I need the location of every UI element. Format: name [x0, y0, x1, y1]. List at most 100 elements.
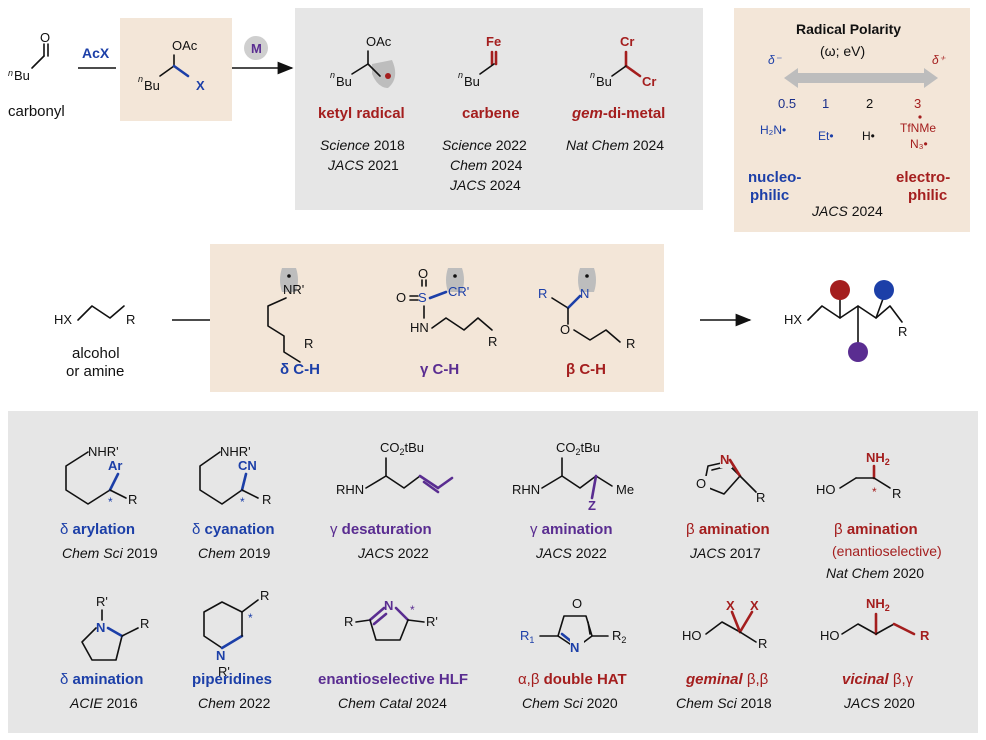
svg-text:Bu: Bu: [336, 74, 352, 89]
svg-text:Bu: Bu: [14, 68, 30, 83]
piperidines-label: piperidines: [192, 671, 272, 688]
svg-text:O: O: [696, 476, 706, 491]
carbene-ref-3: JACS 2024: [449, 177, 521, 193]
alcohol-label: alcohol: [72, 345, 120, 362]
svg-text:*: *: [248, 611, 253, 625]
svg-text:CO2tBu: CO2tBu: [380, 440, 424, 457]
vicinal-label: vicinal β,γ: [842, 671, 914, 688]
intermediates-panel: [295, 8, 703, 210]
svg-text:n: n: [8, 68, 13, 78]
svg-text:R: R: [260, 588, 269, 603]
ketyl-radical-label: ketyl radical: [318, 105, 405, 122]
svg-text:NH2: NH2: [866, 596, 890, 613]
svg-text:n: n: [590, 70, 595, 80]
svg-text:R': R': [96, 594, 108, 609]
polarity-ref: JACS 2024: [811, 203, 883, 219]
svg-text:N: N: [720, 452, 729, 467]
svg-text:N: N: [384, 598, 393, 613]
svg-text:*: *: [410, 603, 415, 617]
polarity-panel: [734, 8, 970, 232]
svg-text:N: N: [96, 620, 105, 635]
svg-text:R: R: [488, 334, 497, 349]
svg-text:R: R: [128, 492, 137, 507]
carbene-ref-1: Science 2022: [442, 137, 527, 153]
products-panel: [8, 411, 978, 733]
geminal-ref: Chem Sci 2018: [676, 695, 772, 711]
enantioselective-hlf-label: enantioselective HLF: [318, 671, 468, 688]
beta-amination-ref: JACS 2017: [689, 545, 761, 561]
svg-text:Bu: Bu: [464, 74, 480, 89]
nucleophilic-label-1: nucleo-: [748, 169, 801, 186]
scale-tick-1: 1: [822, 96, 829, 111]
delta-arylation-ref: Chem Sci 2019: [62, 545, 158, 561]
gamma-amination-structure: CO2tBu Z Me RHN: [512, 440, 634, 513]
svg-text:O: O: [396, 290, 406, 305]
radical-azide: N₃•: [910, 137, 928, 151]
svg-text:Bu: Bu: [144, 78, 160, 93]
svg-text:HO: HO: [816, 482, 836, 497]
svg-text:n: n: [138, 74, 143, 84]
svg-text:Ar: Ar: [108, 458, 122, 473]
svg-text:R: R: [126, 312, 135, 327]
svg-text:R: R: [898, 324, 907, 339]
radical-tfnme: TfNMe: [900, 121, 936, 135]
svg-text:NHR': NHR': [220, 444, 251, 459]
gem-dimetal-structure: Cr Cr n Bu: [590, 34, 656, 89]
scale-tick-0: 0.5: [778, 96, 796, 111]
svg-text:Me: Me: [616, 482, 634, 497]
beta-substrate-structure: N R O R: [538, 268, 635, 351]
delta-cyanation-label: δ cyanation: [192, 521, 275, 538]
polarity-arrow-left: [784, 68, 798, 88]
svg-text:n: n: [330, 70, 335, 80]
piperidines-ref: Chem 2022: [198, 695, 271, 711]
beta-amination-enantio-ref: Nat Chem 2020: [826, 565, 924, 581]
svg-text:HN: HN: [410, 320, 429, 335]
gamma-desaturation-ref: JACS 2022: [357, 545, 429, 561]
svg-text:O: O: [560, 322, 570, 337]
polarity-arrow-right: [924, 68, 938, 88]
svg-text:CN: CN: [238, 458, 257, 473]
geminal-structure: HO X X R: [682, 598, 767, 651]
svg-text:R': R': [218, 664, 230, 679]
polarity-title: Radical Polarity: [796, 21, 901, 37]
svg-text:OAc: OAc: [172, 38, 198, 53]
beta-amination-label: β amination: [686, 521, 770, 538]
svg-text:R: R: [538, 286, 547, 301]
beta-amination-enantio-structure: NH2 HO R *: [816, 450, 901, 501]
beta-ch-label: β C-H: [566, 361, 606, 378]
svg-text:R: R: [892, 486, 901, 501]
svg-text:N: N: [580, 286, 589, 301]
svg-text:NR': NR': [283, 282, 304, 297]
svg-text:NHR': NHR': [88, 444, 119, 459]
svg-text:CR': CR': [448, 284, 469, 299]
svg-text:X: X: [750, 598, 759, 613]
svg-text:S: S: [418, 290, 427, 305]
scale-tick-2: 2: [866, 96, 873, 111]
radical-ethyl: Et•: [818, 129, 834, 143]
double-hat-ref: Chem Sci 2020: [522, 695, 618, 711]
hlf-pyrroline-structure: R N * R': [344, 598, 438, 641]
svg-text:NH2: NH2: [866, 450, 890, 467]
svg-text:R: R: [262, 492, 271, 507]
svg-text:*: *: [108, 495, 113, 509]
svg-text:RHN: RHN: [336, 482, 364, 497]
svg-text:R: R: [920, 628, 930, 643]
metal-badge: [244, 36, 268, 60]
delta-minus: δ⁻: [768, 53, 783, 67]
svg-text:Fe: Fe: [486, 34, 501, 49]
delta-substrate-structure: NR' R: [267, 268, 313, 363]
carbonyl-structure: n Bu O: [8, 30, 50, 83]
electrophilic-label-2: philic: [908, 187, 947, 204]
functionalized-product-structure: HX R: [784, 280, 907, 362]
svg-text:*: *: [872, 485, 877, 499]
svg-text:R': R': [426, 614, 438, 629]
alcohol-amine-structure: HX R: [54, 305, 135, 327]
carbene-structure: Fe n Bu: [458, 34, 501, 89]
delta-plus: δ⁺: [932, 53, 947, 67]
metal-label: M: [251, 41, 262, 56]
radical-amino: H₂N•: [760, 123, 786, 137]
svg-text:n: n: [458, 70, 463, 80]
delta-ch-label: δ C-H: [280, 361, 320, 378]
svg-text:X: X: [196, 78, 205, 93]
